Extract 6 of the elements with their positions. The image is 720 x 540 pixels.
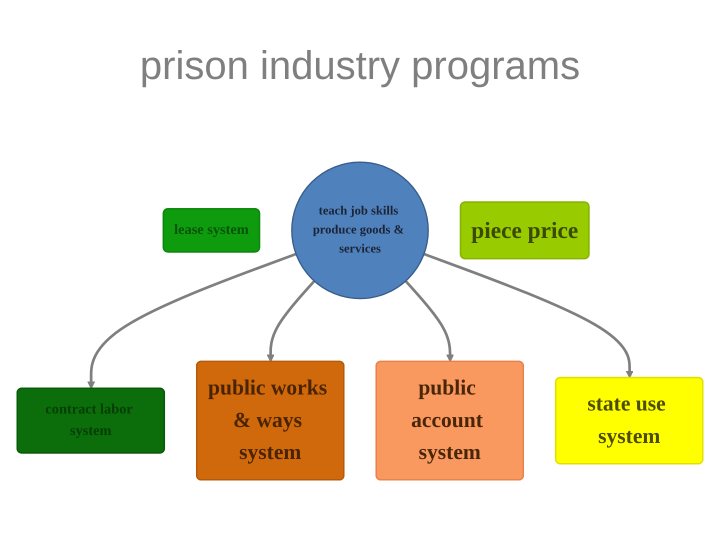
arrow (266, 280, 316, 362)
arrow (87, 252, 296, 390)
arrow (404, 280, 454, 362)
diagram-title: prison industry programs (140, 44, 580, 88)
node-circle: teach job skills produce goods & services (291, 161, 429, 300)
arrow (424, 252, 634, 378)
